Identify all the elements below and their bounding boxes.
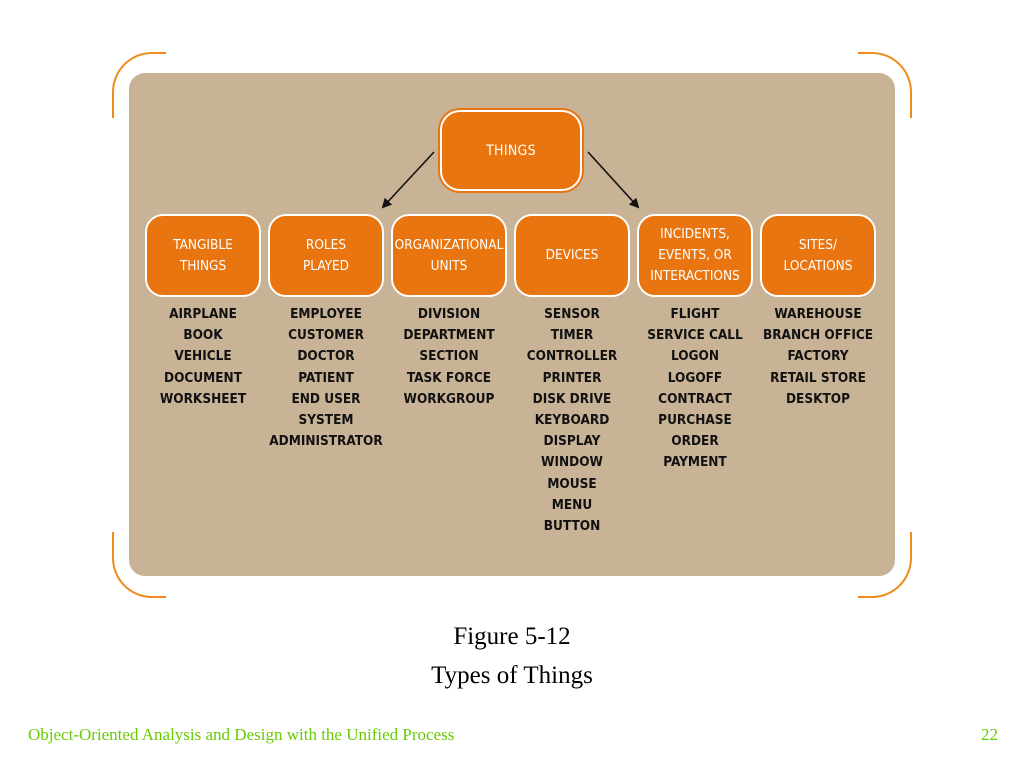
example-item: DOCTOR: [297, 348, 355, 365]
root-node-things: THINGS: [440, 110, 582, 191]
figure-number: Figure 5-12: [453, 623, 571, 650]
example-item: END USER: [291, 390, 361, 407]
example-item: DEPARTMENT: [403, 327, 495, 344]
example-item: WORKGROUP: [403, 390, 495, 407]
example-item: MENU: [551, 496, 593, 513]
category-examples-roles-played: EMPLOYEE CUSTOMER DOCTOR PATIENT END USER SYS…: [261, 304, 391, 452]
example-item: SYSTEM: [298, 412, 354, 429]
example-item: PRINTER: [542, 369, 602, 386]
example-item: BOOK: [183, 327, 223, 344]
example-item: SERVICE CALL: [647, 327, 743, 344]
category-node-tangible-things: TANGIBLE THINGS: [145, 214, 261, 297]
category-label: ROLES PLAYED: [302, 236, 350, 274]
example-item: BRANCH OFFICE: [762, 327, 874, 344]
category-label: DEVICES: [545, 247, 599, 263]
category-node-incidents-events-interactions: INCIDENTS, EVENTS, OR INTERACTIONS: [637, 214, 753, 297]
example-item: CONTROLLER: [526, 348, 618, 365]
example-item: PAYMENT: [663, 454, 727, 471]
frame-bracket-top-left: [112, 52, 166, 118]
category-label: INCIDENTS, EVENTS, OR INTERACTIONS: [650, 226, 740, 284]
example-item: ORDER: [671, 433, 719, 450]
category-node-roles-played: ROLES PLAYED: [268, 214, 384, 297]
example-item: LOGOFF: [667, 369, 723, 386]
figure-title: Types of Things: [431, 662, 593, 689]
example-item: WORKSHEET: [159, 390, 247, 407]
footer-page-number: 22: [981, 725, 998, 744]
example-item: VEHICLE: [174, 348, 232, 365]
example-item: SECTION: [419, 348, 479, 365]
example-item: ADMINISTRATOR: [269, 433, 383, 450]
example-item: WINDOW: [541, 454, 603, 471]
example-item: DIVISION: [417, 306, 481, 322]
category-examples-tangible-things: AIRPLANE BOOK VEHICLE DOCUMENT WORKSHEET: [138, 304, 268, 410]
example-item: RETAIL STORE: [770, 369, 866, 386]
category-node-organizational-units: ORGANIZATIONAL UNITS: [391, 214, 507, 297]
category-examples-devices: SENSOR TIMER CONTROLLER PRINTER DISK DRIVE KE…: [507, 304, 637, 537]
footer-course-title: Object-Oriented Analysis and Design with…: [28, 725, 455, 744]
example-item: TASK FORCE: [406, 369, 492, 386]
example-item: WAREHOUSE: [774, 306, 862, 322]
example-item: DISK DRIVE: [532, 390, 612, 407]
example-item: KEYBOARD: [534, 412, 610, 429]
example-item: BUTTON: [543, 518, 601, 535]
category-label: TANGIBLE THINGS: [173, 236, 233, 274]
example-item: TIMER: [550, 327, 594, 344]
example-item: EMPLOYEE: [290, 306, 362, 322]
example-item: SENSOR: [544, 306, 600, 322]
example-item: FACTORY: [787, 348, 849, 365]
category-examples-incidents-events-interactions: FLIGHT SERVICE CALL LOGON LOGOFF CONTRACT PUR…: [630, 304, 760, 474]
category-label: SITES/ LOCATIONS: [783, 236, 853, 274]
category-node-devices: DEVICES: [514, 214, 630, 297]
example-item: AIRPLANE: [169, 306, 237, 322]
example-item: MOUSE: [547, 475, 597, 492]
example-item: PURCHASE: [658, 412, 732, 429]
example-item: DISPLAY: [543, 433, 601, 450]
root-node-label: THINGS: [486, 142, 536, 159]
category-examples-sites-locations: WAREHOUSE BRANCH OFFICE FACTORY RETAIL STOR…: [753, 304, 883, 410]
category-node-sites-locations: SITES/ LOCATIONS: [760, 214, 876, 297]
example-item: DESKTOP: [785, 390, 851, 407]
example-item: FLIGHT: [670, 306, 720, 322]
example-item: CUSTOMER: [288, 327, 364, 344]
example-item: PATIENT: [298, 369, 354, 386]
example-item: CONTRACT: [658, 390, 732, 407]
example-item: LOGON: [670, 348, 720, 365]
category-label: ORGANIZATIONAL UNITS: [394, 236, 504, 274]
example-item: DOCUMENT: [163, 369, 243, 386]
category-examples-organizational-units: DIVISION DEPARTMENT SECTION TASK FORCE WORKG…: [384, 304, 514, 410]
